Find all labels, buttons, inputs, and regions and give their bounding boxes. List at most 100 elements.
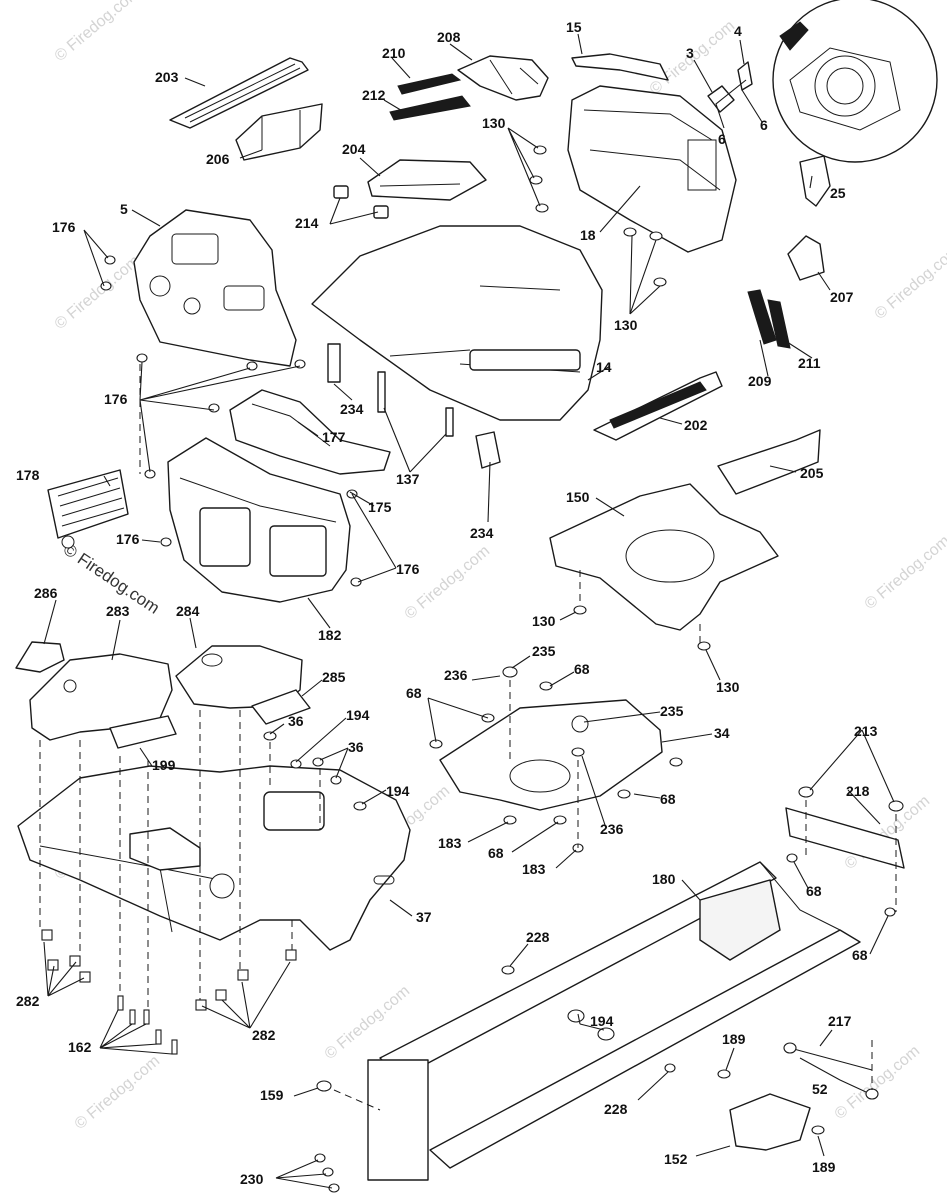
callout-130: 130 (716, 679, 740, 695)
callout-236: 236 (600, 821, 624, 837)
callout-212: 212 (362, 87, 386, 103)
part-3-bracket (707, 85, 735, 113)
part-150-plate (549, 483, 779, 631)
callout-5: 5 (120, 201, 128, 217)
callout-210: 210 (382, 45, 406, 61)
callout-206: 206 (206, 151, 230, 167)
part-207-bracket (787, 235, 825, 281)
part-37-fender-deck (17, 765, 411, 951)
callout-15: 15 (566, 19, 582, 35)
part-137-strip (445, 407, 454, 437)
callout-68: 68 (852, 947, 868, 963)
part-285-lid (251, 689, 311, 725)
part-204-light-cover (367, 159, 487, 201)
callout-176: 176 (52, 219, 76, 235)
callout-130: 130 (614, 317, 638, 333)
callout-183: 183 (438, 835, 462, 851)
part-15-trim-strip (571, 53, 669, 81)
callout-152: 152 (664, 1151, 688, 1167)
part-234-pad (475, 431, 501, 469)
part-18-hood-panel (567, 85, 737, 253)
callout-208: 208 (437, 29, 461, 45)
part-152-guard (729, 1093, 811, 1151)
callout-283: 283 (106, 603, 130, 619)
watermark-text: © Firedog.com (862, 532, 947, 613)
callout-286: 286 (34, 585, 58, 601)
callout-194: 194 (590, 1013, 614, 1029)
callout-209: 209 (748, 373, 772, 389)
callout-6: 6 (760, 117, 768, 133)
part-5-dash-panel (133, 209, 297, 367)
watermark-text: © Firedog.com (52, 252, 143, 333)
callout-207: 207 (830, 289, 854, 305)
callout-159: 159 (260, 1087, 284, 1103)
part-286-cap (15, 641, 65, 673)
callout-189: 189 (722, 1031, 746, 1047)
part-175-bracket (229, 389, 391, 475)
callout-18: 18 (580, 227, 596, 243)
part-284-cover (175, 645, 303, 709)
callout-202: 202 (684, 417, 708, 433)
callout-194: 194 (346, 707, 370, 723)
part-205-panel (717, 429, 821, 495)
callout-137: 137 (396, 471, 420, 487)
part-4-clip (737, 61, 753, 91)
callout-234: 234 (470, 525, 494, 541)
callout-175: 175 (368, 499, 392, 515)
callout-285: 285 (322, 669, 346, 685)
part-202-lower-grille (593, 371, 723, 441)
callout-34: 34 (714, 725, 730, 741)
callout-217: 217 (828, 1013, 852, 1029)
part-212-side-grille (389, 95, 471, 121)
callout-211: 211 (798, 355, 821, 371)
callout-235: 235 (532, 643, 556, 659)
part-214-clip (333, 185, 349, 199)
callout-177: 177 (322, 429, 346, 445)
assembly-lines (39, 364, 897, 1111)
callout-282: 282 (16, 993, 40, 1009)
detail-inset-circle (772, 0, 938, 163)
part-25-cover (799, 155, 831, 207)
callout-6: 6 (718, 131, 726, 147)
part-199-plate (109, 715, 177, 749)
callout-130: 130 (482, 115, 506, 131)
callout-199: 199 (152, 757, 176, 773)
callout-189: 189 (812, 1159, 836, 1175)
callout-230: 230 (240, 1171, 264, 1187)
part-208-lens-housing (457, 55, 549, 101)
callout-235: 235 (660, 703, 684, 719)
callout-182: 182 (318, 627, 342, 643)
part-210-side-grille (397, 73, 462, 95)
callout-228: 228 (604, 1101, 628, 1117)
callout-214: 214 (295, 215, 319, 231)
callout-218: 218 (846, 783, 870, 799)
fasteners (41, 145, 904, 1193)
part-218-bracket (785, 807, 905, 869)
part-217-rod (789, 1047, 873, 1071)
callout-178: 178 (16, 467, 40, 483)
callout-213: 213 (854, 723, 878, 739)
part-234-pad (327, 343, 341, 383)
callout-183: 183 (522, 861, 546, 877)
callout-130: 130 (532, 613, 556, 629)
callout-180: 180 (652, 871, 676, 887)
part-14-hood (311, 225, 603, 421)
callout-37: 37 (416, 909, 432, 925)
parts (15, 0, 938, 1193)
callout-150: 150 (566, 489, 590, 505)
part-182-front-frame (167, 437, 351, 603)
part-214-clip (373, 205, 389, 219)
callout-3: 3 (686, 45, 694, 61)
callout-68: 68 (574, 661, 590, 677)
callout-52: 52 (812, 1081, 828, 1097)
part-209-grille (747, 289, 777, 345)
callout-14: 14 (596, 359, 612, 375)
part-206-bracket (235, 103, 323, 161)
callout-203: 203 (155, 69, 179, 85)
callout-234: 234 (340, 401, 364, 417)
part-180-frame (367, 861, 861, 1181)
callout-205: 205 (800, 465, 824, 481)
callouts: 203 210 208 15 4 3 212 130 6 6 206 204 2… (16, 19, 878, 1187)
callout-68: 68 (660, 791, 676, 807)
